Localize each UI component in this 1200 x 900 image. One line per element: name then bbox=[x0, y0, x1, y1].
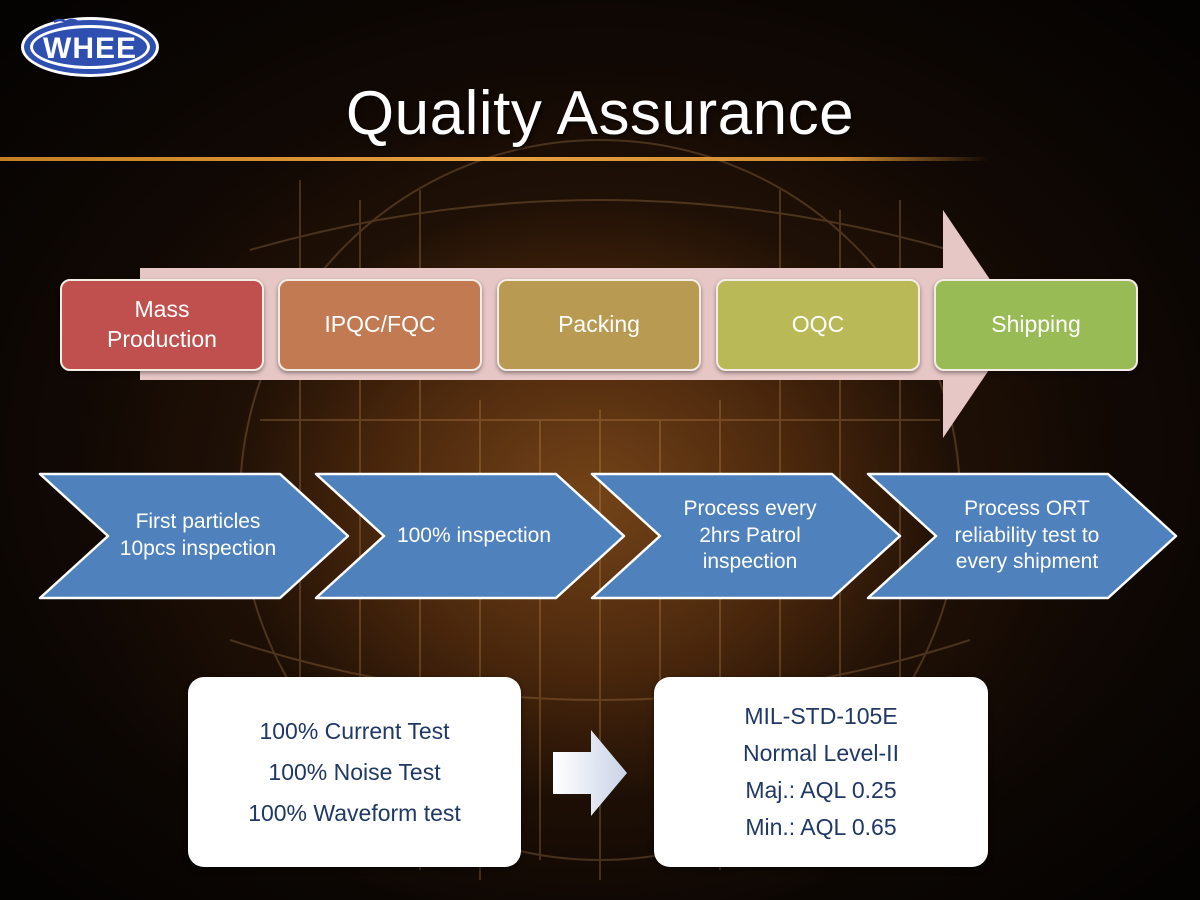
chevron-2 bbox=[314, 472, 626, 600]
stage-label: Packing bbox=[558, 311, 640, 338]
step-line: reliability test to bbox=[954, 523, 1100, 547]
logo-text: WHEE bbox=[43, 32, 137, 65]
inspection-step-4: Process ORT reliability test to every sh… bbox=[922, 472, 1132, 600]
chevron-1 bbox=[38, 472, 350, 600]
stage-label: Mass bbox=[134, 296, 190, 323]
sampling-major-aql: Maj.: AQL 0.25 bbox=[745, 777, 897, 803]
stage-mass-production: Mass Production bbox=[60, 279, 264, 371]
sampling-card: MIL-STD-105E Normal Level-II Maj.: AQL 0… bbox=[654, 677, 988, 867]
chevron-3 bbox=[590, 472, 902, 600]
step-line: 10pcs inspection bbox=[119, 537, 277, 560]
inspection-step-1: First particles 10pcs inspection bbox=[98, 472, 298, 600]
title-underline bbox=[0, 157, 990, 161]
stage-label-line2: Production bbox=[107, 326, 217, 352]
stage-oqc: OQC bbox=[716, 279, 920, 371]
chevron-4 bbox=[866, 472, 1178, 600]
sampling-standard: MIL-STD-105E bbox=[744, 703, 898, 729]
step-line: inspection bbox=[702, 550, 798, 574]
test-line-waveform: 100% Waveform test bbox=[248, 799, 461, 826]
step-line: every shipment bbox=[955, 550, 1099, 574]
test-line-noise: 100% Noise Test bbox=[268, 758, 441, 785]
step-line: First particles bbox=[135, 510, 261, 534]
stage-label: Shipping bbox=[991, 311, 1081, 338]
sampling-level: Normal Level-II bbox=[743, 740, 899, 766]
step-line: 2hrs Patrol bbox=[699, 523, 801, 547]
stage-label: IPQC/FQC bbox=[324, 311, 436, 338]
step-line: Process ORT bbox=[964, 496, 1090, 520]
stage-label: OQC bbox=[791, 311, 845, 338]
stage-ipqc-fqc: IPQC/FQC bbox=[278, 279, 482, 371]
company-logo: WHEE bbox=[21, 17, 159, 77]
stage-shipping: Shipping bbox=[934, 279, 1138, 371]
tests-card: 100% Current Test 100% Noise Test 100% W… bbox=[188, 677, 521, 867]
step-line: Process every bbox=[683, 496, 817, 520]
sampling-minor-aql: Min.: AQL 0.65 bbox=[745, 814, 897, 840]
page-title: Quality Assurance bbox=[345, 79, 855, 148]
test-line-current: 100% Current Test bbox=[259, 717, 450, 744]
step-line: 100% inspection bbox=[396, 523, 552, 547]
right-arrow-icon bbox=[553, 730, 627, 816]
inspection-chevrons bbox=[38, 472, 1178, 600]
inspection-step-3: Process every 2hrs Patrol inspection bbox=[648, 472, 852, 600]
stage-packing: Packing bbox=[497, 279, 701, 371]
inspection-step-2: 100% inspection bbox=[372, 472, 576, 600]
